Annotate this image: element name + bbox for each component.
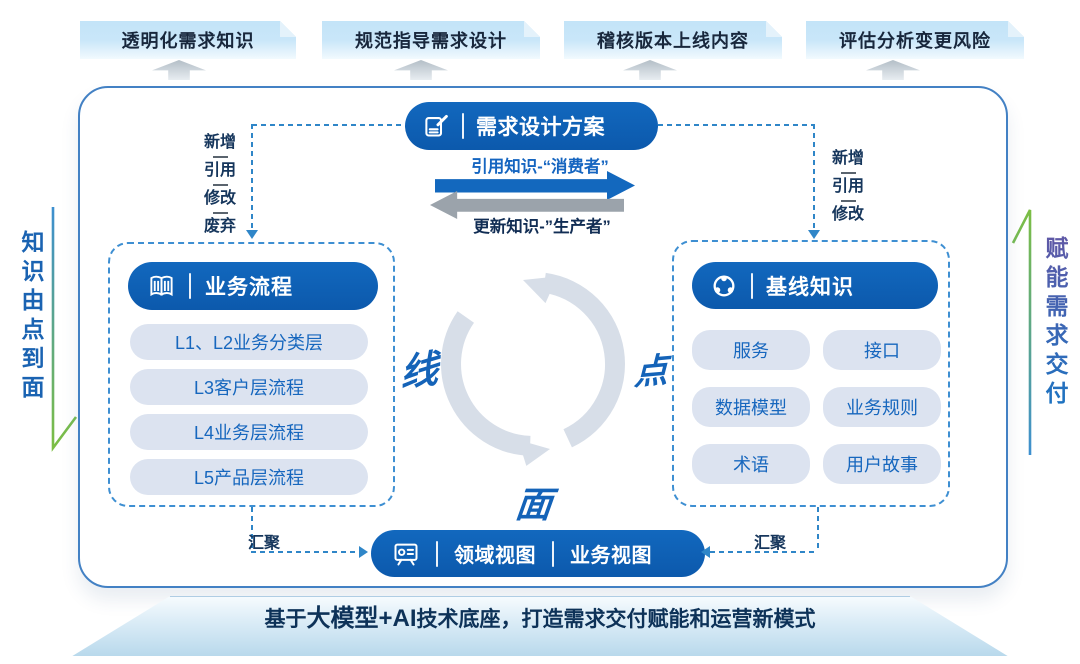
cycle-label-point: 点 [633,350,669,394]
banner-label: 稽核版本上线内容 [597,31,749,51]
knowledge-item: 术语 [692,444,810,484]
knowledge-item: 用户故事 [823,444,941,484]
process-level-item: L5产品层流程 [130,459,368,495]
annotation-item: 新增 [203,134,236,151]
up-arrow-icon [866,60,920,80]
annotation-separator [212,156,228,158]
cycle-label-plane: 面 [513,484,554,526]
process-level-item: L3客户层流程 [130,369,368,405]
annotation-item: 废弃 [203,218,236,235]
banner-standard-guide: 规范指导需求设计 [322,21,540,59]
annotation-item: 新增 [831,150,864,167]
foundation-band [72,597,1008,656]
network-cycle-icon [713,275,735,296]
knowledge-item: 服务 [692,330,810,370]
book-pages-icon [150,275,173,296]
connector-left-top [252,124,405,126]
converge-left-vline [251,507,253,552]
presentation-board-icon [394,543,418,565]
business-process-title: 业务流程 [205,276,293,299]
knowledge-item: 接口 [823,330,941,370]
converge-right-hline [710,551,818,553]
arrowhead-down-left [246,230,258,239]
footer-suffix: 技术底座，打造需求交付赋能和运营新模式 [416,608,816,631]
arrowhead-down-right [808,230,820,239]
connector-right-down [813,124,815,230]
annotation-separator [212,184,228,186]
band-top-line [170,596,910,598]
side-label-left: 知识由点到面 [18,230,44,404]
knowledge-item: 数据模型 [692,387,810,427]
banner-label: 透明化需求知识 [121,31,255,51]
divider [189,273,191,299]
flow-consume-label: 引用知识-“消费者” [471,158,609,176]
process-level-item: L4业务层流程 [130,414,368,450]
baseline-knowledge-box [672,240,950,507]
view-pill: 领域视图 业务视图 [371,530,705,577]
banner-fold [1008,21,1024,37]
arrowhead-right [359,546,368,558]
up-arrow-icon [394,60,448,80]
title-pill: 需求设计方案 [405,102,658,150]
divider [552,540,554,567]
banner-risk-assess: 评估分析变更风险 [806,21,1024,59]
connector-right-top [658,124,814,126]
footer-prefix: 基于 [264,608,307,631]
right-annotation-list: 新增 引用 修改 [824,151,872,223]
baseline-knowledge-header: 基线知识 [692,262,938,309]
business-process-box [108,242,395,507]
flow-produce-label: 更新知识-”生产者” [473,218,611,236]
left-annotation-list: 新增 引用 修改 废弃 [196,135,244,235]
banner-fold [766,21,782,37]
up-arrow-icon [623,60,677,80]
baseline-knowledge-title: 基线知识 [766,275,854,299]
business-view-label: 业务视图 [570,545,652,567]
annotation-item: 修改 [203,190,236,207]
title-label: 需求设计方案 [476,116,605,139]
domain-view-label: 领域视图 [454,545,536,567]
document-pen-icon [425,114,448,137]
connector-left-down [251,124,253,230]
converge-right-label: 汇聚 [753,535,786,552]
knowledge-item: 业务规则 [823,387,941,427]
banner-label: 评估分析变更风险 [839,31,991,51]
annotation-item: 引用 [831,178,864,195]
banner-fold [280,21,296,37]
footer-highlight: 大模型+AI [306,605,417,632]
banner-label: 规范指导需求设计 [355,31,507,51]
banner-fold [524,21,540,37]
foundation-text: 基于大模型+AI技术底座，打造需求交付赋能和运营新模式 [0,598,1080,633]
banner-audit-version: 稽核版本上线内容 [564,21,782,59]
side-label-right: 赋能需求交付 [1038,236,1072,410]
process-level-item: L1、L2业务分类层 [130,324,368,360]
annotation-item: 引用 [203,162,236,179]
up-arrow-icon [152,60,206,80]
converge-left-hline [251,551,359,553]
banner-transparent-knowledge: 透明化需求知识 [80,21,296,59]
cycle-ring-icon [441,272,625,466]
divider [751,272,753,299]
business-process-header: 业务流程 [128,262,378,310]
divider [462,113,464,139]
side-line-left [51,207,78,452]
converge-left-label: 汇聚 [247,535,280,552]
converge-right-vline [817,507,819,552]
arrowhead-left [701,546,710,558]
annotation-separator [840,172,856,174]
divider [436,540,438,567]
annotation-item: 修改 [831,206,864,223]
side-line-right [1011,209,1032,455]
cycle-label-line: 线 [399,345,439,396]
annotation-separator [212,212,228,214]
annotation-separator [840,200,856,202]
